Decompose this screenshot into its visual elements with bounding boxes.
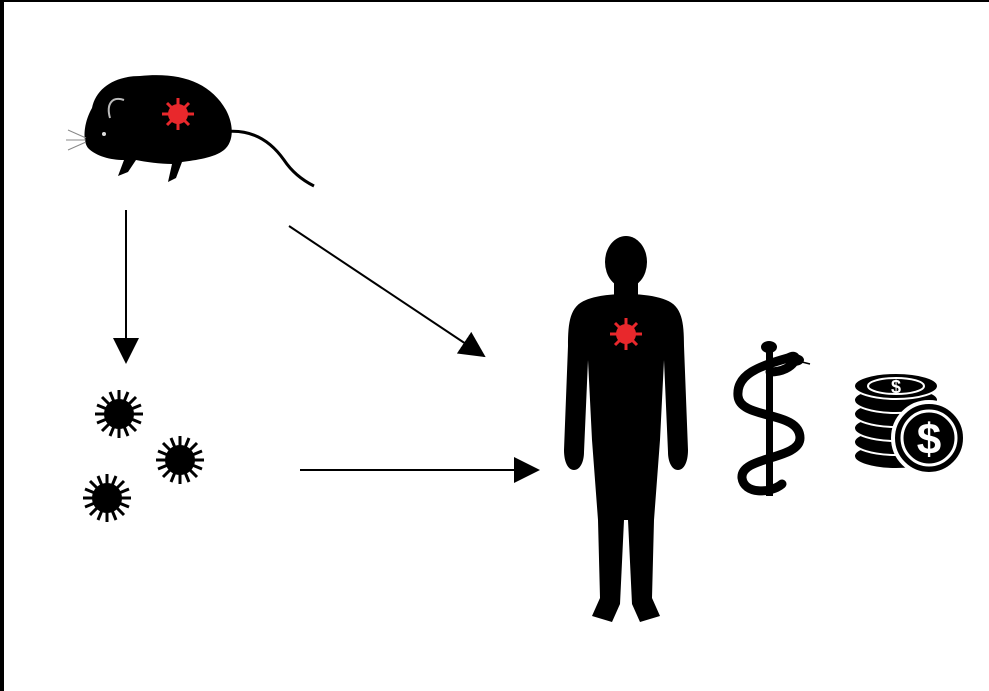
virus-icon: [83, 474, 131, 522]
arrow-rodent-to-human: [289, 226, 484, 356]
dollar-coins-icon: $ $: [854, 373, 965, 474]
svg-text:$: $: [917, 415, 941, 464]
virus-icon: [95, 390, 143, 438]
rodent-icon: [66, 75, 314, 186]
human-infection-virus-icon: [606, 314, 646, 354]
asclepius-rod-icon: [738, 341, 810, 496]
human-figure-icon: [564, 236, 688, 622]
svg-text:$: $: [891, 377, 901, 397]
virus-icon: [156, 436, 204, 484]
